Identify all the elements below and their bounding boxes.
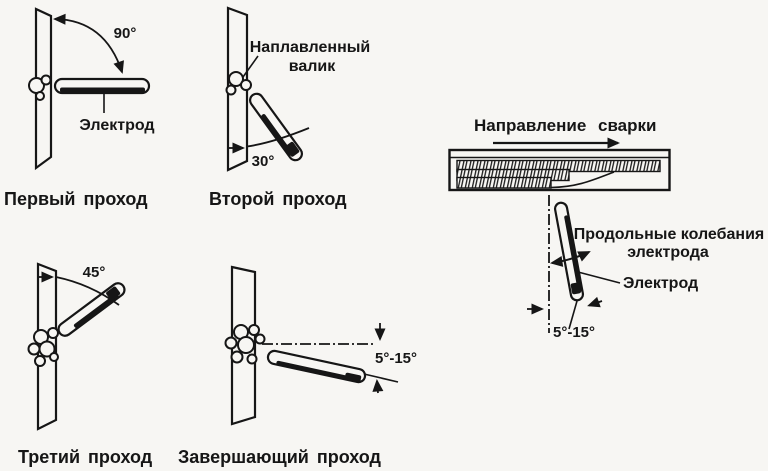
first-pass-weld-bead bbox=[28, 74, 52, 101]
first-pass-angle-arc bbox=[53, 13, 124, 74]
electrode-label: Электрод bbox=[623, 275, 698, 292]
final-pass-electrode bbox=[266, 349, 367, 384]
final-pass-lower-dimension-arrow bbox=[372, 379, 384, 394]
oscillating-electrode bbox=[553, 201, 585, 302]
weld-bead-rows bbox=[456, 159, 661, 189]
second-pass-angle-arc bbox=[246, 127, 310, 148]
first-pass-electrode-label: Электрод bbox=[79, 117, 154, 134]
tilt-right-dimension-arrow bbox=[587, 296, 603, 308]
third-pass-angle-label: 45° bbox=[83, 264, 106, 281]
second-pass-weld-bead bbox=[225, 71, 252, 96]
oscillation-label-line2: электрода bbox=[627, 244, 709, 261]
seam-view-figure: Направление сварки Продольные колебания … bbox=[448, 116, 764, 341]
final-pass-angle-label: 5°-15° bbox=[375, 350, 417, 367]
third-pass-electrode bbox=[57, 282, 126, 337]
second-pass-bead-label-line2: валик bbox=[289, 58, 337, 75]
third-pass-caption: Третий проход bbox=[18, 447, 153, 467]
second-pass-plate bbox=[226, 6, 249, 172]
second-pass-bead-label-line1: Наплавленный bbox=[250, 39, 370, 56]
electrode-axis-extension bbox=[568, 300, 578, 330]
electrode-pointer bbox=[577, 271, 621, 284]
second-pass-bead-pointer bbox=[242, 55, 259, 78]
second-pass-electrode bbox=[249, 92, 303, 162]
first-pass-caption: Первый проход bbox=[4, 189, 148, 209]
second-pass-angle-label: 30° bbox=[252, 153, 275, 170]
final-pass-weld-bead bbox=[224, 324, 266, 365]
third-pass-angle-arc bbox=[55, 276, 120, 306]
third-pass-weld-bead bbox=[27, 327, 59, 367]
seam-plate bbox=[448, 148, 671, 192]
first-pass-angle-label: 90° bbox=[114, 25, 137, 42]
first-pass-electrode bbox=[53, 77, 151, 95]
oscillation-double-arrow bbox=[550, 251, 591, 267]
second-pass-caption: Второй проход bbox=[209, 189, 347, 209]
final-pass-caption: Завершающий проход bbox=[178, 447, 382, 467]
weld-bead-row-3 bbox=[456, 176, 552, 189]
tilt-angle-label: 5°-15° bbox=[553, 324, 595, 341]
second-pass-figure: 30° Наплавленный валик Второй проход bbox=[209, 6, 370, 209]
final-pass-axis-extension bbox=[363, 373, 399, 383]
final-pass-figure: 5°-15° Завершающий проход bbox=[178, 265, 417, 467]
weld-bead-taper-curve bbox=[550, 171, 615, 189]
first-pass-figure: 90° Электрод Первый проход bbox=[4, 7, 155, 209]
third-pass-figure: 45° Третий проход bbox=[18, 262, 153, 467]
oscillation-label-line1: Продольные колебания bbox=[574, 226, 764, 243]
welding-direction-label: Направление сварки bbox=[474, 116, 656, 135]
